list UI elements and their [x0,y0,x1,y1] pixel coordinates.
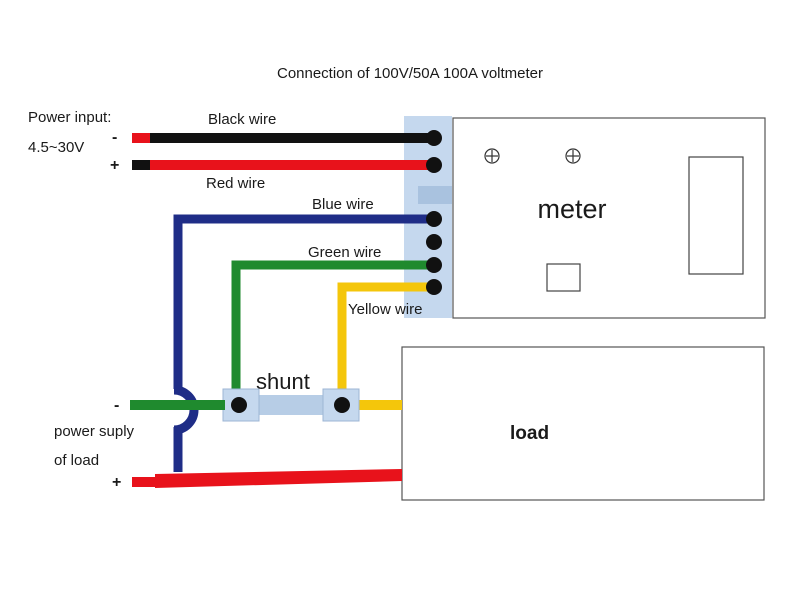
load-supply-positive-wire [132,469,402,488]
load-supply-negative-wire [130,400,225,410]
green-wire-label: Green wire [308,244,381,261]
power-input-minus: - [112,129,117,146]
load-box [401,346,765,501]
meter-terminal [426,211,442,227]
shunt-bar [248,395,332,415]
meter-terminal [426,257,442,273]
load-supply-label-line2: of load [54,452,99,469]
power-input-plus: + [110,157,119,174]
meter-terminal [426,279,442,295]
yellow-wire-label: Yellow wire [348,301,422,318]
shunt-label: shunt [256,369,310,394]
blue-wire [173,214,434,472]
meter-screw-icon-left [484,148,500,164]
blue-wire-label: Blue wire [312,196,374,213]
black-wire [132,133,434,143]
load-supply-minus: - [114,397,119,414]
meter-terminal [426,130,442,146]
meter-terminal [426,234,442,250]
shunt-terminal-right-dot [334,397,350,413]
red-wire-label: Red wire [206,175,265,192]
power-input-range: 4.5~30V [28,139,84,156]
load-supply-label-line1: power suply [54,423,135,440]
meter-connector-gap [418,186,452,204]
red-wire [132,160,434,170]
meter-small-window [546,263,581,292]
meter-terminal [426,157,442,173]
load-label: load [510,423,549,444]
yellow-wire [337,282,434,405]
load-supply-plus: + [112,474,121,491]
yellow-wire-load [345,400,402,410]
diagram-title: Connection of 100V/50A 100A voltmeter [277,65,543,82]
black-wire-label: Black wire [208,111,276,128]
green-wire [231,260,434,405]
meter-screw-icon-right [565,148,581,164]
shunt-terminal-left-dot [231,397,247,413]
meter-label: meter [537,194,606,224]
power-input-label: Power input: [28,109,111,126]
meter-display-window [688,156,744,275]
